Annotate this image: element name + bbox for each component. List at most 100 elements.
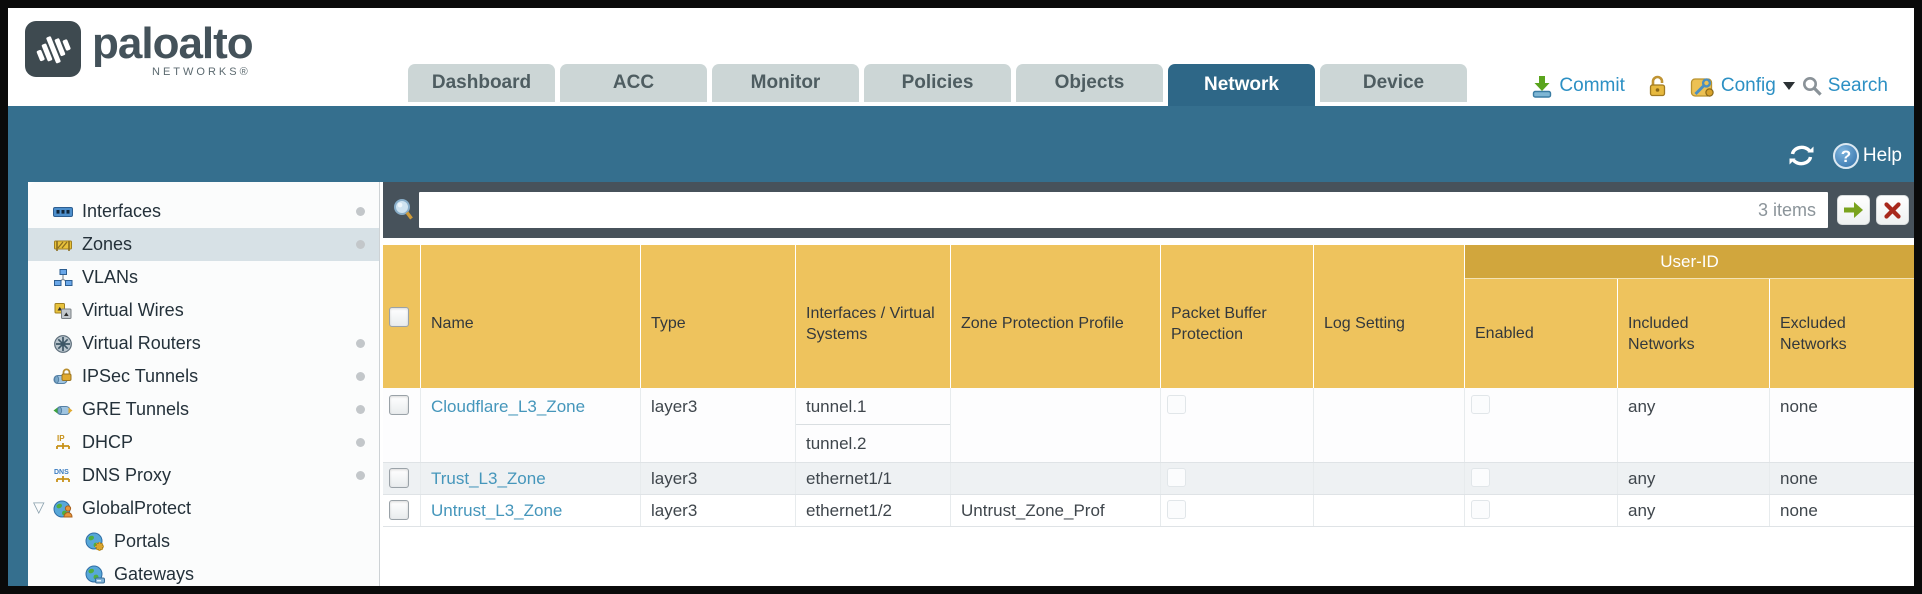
paloalto-logo: paloalto NETWORKS®: [24, 20, 254, 78]
sidebar-item-virtual-wires[interactable]: Virtual Wires: [28, 294, 379, 327]
sidebar-item-dhcp[interactable]: IP DHCP: [28, 426, 379, 459]
items-count: 3 items: [1757, 200, 1816, 220]
sidebar-item-ipsec-tunnels[interactable]: IPSec Tunnels: [28, 360, 379, 393]
interface-entry: tunnel.2: [806, 434, 867, 453]
packet-buffer-cell: [1161, 388, 1314, 462]
interface-entry: ethernet1/2: [796, 495, 951, 526]
included-networks: any: [1618, 495, 1770, 526]
help-button[interactable]: ? Help: [1832, 142, 1902, 169]
tab-acc[interactable]: ACC: [560, 64, 707, 102]
app-canvas: paloalto NETWORKS® Dashboard ACC Monitor…: [8, 8, 1914, 586]
tab-monitor[interactable]: Monitor: [712, 64, 859, 102]
sidebar-item-label: Gateways: [114, 564, 195, 584]
col-header-name[interactable]: Name: [421, 245, 641, 388]
sidebar-item-label: Interfaces: [82, 201, 162, 221]
col-header-excluded-networks[interactable]: Excluded Networks: [1780, 314, 1847, 353]
drag-dot: [356, 405, 365, 414]
sidebar-item-gre-tunnels[interactable]: GRE Tunnels: [28, 393, 379, 426]
row-select-cell: [383, 495, 421, 526]
zone-name-link[interactable]: Cloudflare_L3_Zone: [431, 397, 586, 416]
sidebar-item-label: GlobalProtect: [82, 498, 192, 518]
sidebar-item-gateways[interactable]: Gateways: [28, 558, 379, 586]
sidebar-item-label: Virtual Routers: [82, 333, 201, 353]
drag-dot: [356, 240, 365, 249]
included-networks: any: [1618, 388, 1770, 462]
sidebar-item-label: DNS Proxy: [82, 465, 172, 485]
tab-dashboard[interactable]: Dashboard: [408, 64, 555, 102]
filter-input[interactable]: [419, 192, 1828, 228]
tab-network[interactable]: Network: [1168, 64, 1315, 106]
col-header-zone-protection[interactable]: Zone Protection Profile: [951, 245, 1161, 388]
row-checkbox[interactable]: [389, 468, 409, 488]
zones-icon: [54, 240, 72, 251]
col-header-enabled[interactable]: Enabled: [1465, 279, 1618, 388]
select-all-checkbox[interactable]: [389, 306, 409, 327]
refresh-icon[interactable]: [1786, 142, 1817, 169]
zone-type: layer3: [641, 388, 796, 462]
packet-buffer-checkbox[interactable]: [1167, 468, 1186, 487]
col-header-log-setting[interactable]: Log Setting: [1314, 245, 1465, 388]
tab-policies[interactable]: Policies: [864, 64, 1011, 102]
zones-table-header: Name Type Interfaces / Virtual Systems Z…: [383, 245, 1914, 388]
table-row-untrust: Untrust_L3_Zone layer3 ethernet1/2 Untru…: [383, 495, 1914, 527]
packet-buffer-cell: [1161, 495, 1314, 526]
sidebar-item-portals[interactable]: Portals: [28, 525, 379, 558]
user-id-enabled-checkbox[interactable]: [1471, 500, 1490, 519]
gateways-icon: [85, 565, 105, 583]
col-header-packet-buffer[interactable]: Packet Buffer Protection: [1161, 245, 1314, 388]
zone-name-link[interactable]: Trust_L3_Zone: [431, 469, 546, 488]
search-button[interactable]: Search: [1802, 75, 1888, 97]
zone-type: layer3: [641, 463, 796, 494]
included-networks: any: [1618, 463, 1770, 494]
sidebar-item-vlans[interactable]: VLANs: [28, 261, 379, 294]
select-all-cell: [383, 245, 421, 388]
commit-button[interactable]: Commit: [1530, 75, 1625, 98]
sidebar-item-interfaces[interactable]: Interfaces: [28, 195, 379, 228]
sidebar-item-dns-proxy[interactable]: DNS DNS Proxy: [28, 459, 379, 492]
lock-icon[interactable]: [1647, 74, 1668, 98]
row-checkbox[interactable]: [389, 500, 409, 520]
filter-search-icon[interactable]: [392, 198, 416, 223]
log-setting: [1314, 388, 1465, 462]
sidebar-item-label: DHCP: [82, 432, 134, 452]
col-group-user-id: User-ID: [1465, 245, 1914, 279]
zone-protection-profile: [951, 463, 1161, 494]
gre-tunnels-icon: [53, 405, 73, 415]
drag-dot: [356, 372, 365, 381]
tab-device[interactable]: Device: [1320, 64, 1467, 102]
apply-filter-button[interactable]: [1837, 195, 1870, 225]
col-header-included-networks[interactable]: Included Networks: [1618, 279, 1770, 388]
sidebar-item-globalprotect[interactable]: ▽ GlobalProtect: [28, 492, 379, 525]
user-id-enabled-checkbox[interactable]: [1471, 468, 1490, 487]
config-menu-button[interactable]: Config: [1690, 75, 1795, 98]
packet-buffer-checkbox[interactable]: [1167, 395, 1186, 414]
sidebar-item-label: GRE Tunnels: [82, 399, 190, 419]
svg-text:DNS: DNS: [54, 469, 69, 476]
user-id-enabled-checkbox[interactable]: [1471, 395, 1490, 414]
help-label: Help: [1862, 144, 1902, 166]
main-nav-tabs: Dashboard ACC Monitor Policies Objects N…: [408, 64, 1472, 106]
zone-name-link[interactable]: Untrust_L3_Zone: [431, 501, 563, 520]
clear-filter-button[interactable]: [1876, 195, 1909, 225]
sidebar-item-zones[interactable]: Zones: [28, 228, 379, 261]
col-header-type[interactable]: Type: [641, 245, 796, 388]
user-id-enabled-cell: [1465, 388, 1618, 462]
virtual-wires-icon: [54, 302, 72, 319]
packet-buffer-cell: [1161, 463, 1314, 494]
config-label: Config: [1720, 75, 1776, 96]
sidebar-item-virtual-routers[interactable]: Virtual Routers: [28, 327, 379, 360]
packet-buffer-checkbox[interactable]: [1167, 500, 1186, 519]
green-arrow-icon: [1843, 202, 1863, 218]
row-select-cell: [383, 388, 421, 462]
app-header: paloalto NETWORKS® Dashboard ACC Monitor…: [8, 8, 1914, 106]
expander-icon[interactable]: ▽: [33, 499, 45, 516]
col-header-interfaces[interactable]: Interfaces / Virtual Systems: [796, 245, 951, 388]
chevron-down-icon: [1782, 82, 1795, 90]
ipsec-tunnels-icon: [53, 368, 72, 384]
table-row-cloudflare: Cloudflare_L3_Zone layer3 tunnel.1 tunne…: [383, 388, 1914, 463]
tab-objects[interactable]: Objects: [1016, 64, 1163, 102]
drag-dot: [356, 339, 365, 348]
paloalto-logo-icon: [25, 21, 81, 77]
row-checkbox[interactable]: [389, 395, 409, 415]
